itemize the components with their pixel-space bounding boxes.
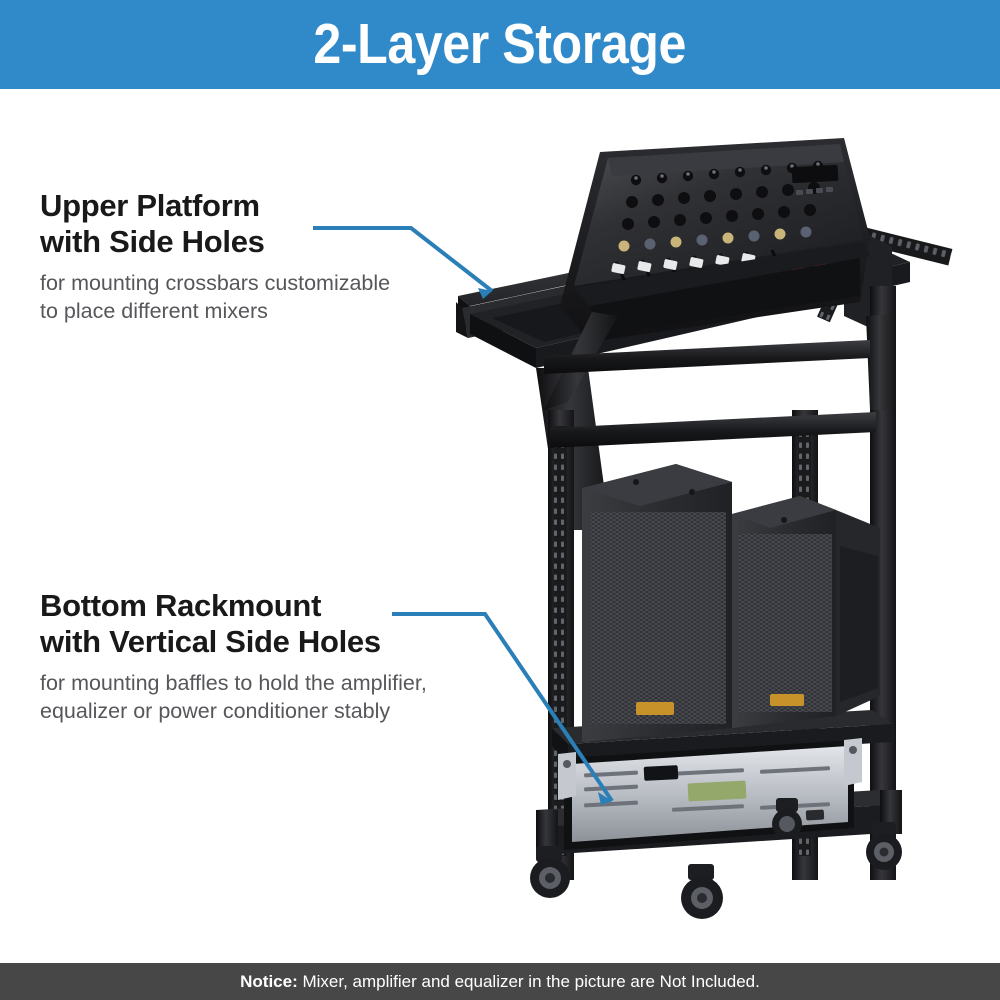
callout-upper-heading-line2: with Side Holes bbox=[40, 224, 265, 260]
callout-bottom-heading-line1: Bottom Rackmount bbox=[40, 588, 322, 623]
speaker-cabinets bbox=[582, 464, 880, 742]
callout-bottom-body: for mounting baffles to hold the amplifi… bbox=[40, 669, 427, 726]
callout-upper-platform: Upper Platform with Side Holes for mount… bbox=[40, 188, 390, 326]
callout-upper-heading-line1: Upper Platform bbox=[40, 188, 260, 223]
callout-upper-body-line2: to place different mixers bbox=[40, 299, 268, 324]
callout-upper-body: for mounting crossbars customizable to p… bbox=[40, 269, 390, 326]
callout-bottom-body-line1: for mounting baffles to hold the amplifi… bbox=[40, 670, 427, 695]
page-title: 2-Layer Storage bbox=[313, 12, 687, 76]
callout-bottom-heading-line2: with Vertical Side Holes bbox=[40, 624, 381, 660]
callout-bottom-heading: Bottom Rackmount with Vertical Side Hole… bbox=[40, 588, 427, 661]
callout-upper-heading: Upper Platform with Side Holes bbox=[40, 188, 390, 261]
footer-notice-label: Notice: bbox=[240, 971, 298, 991]
callout-bottom-rackmount: Bottom Rackmount with Vertical Side Hole… bbox=[40, 588, 427, 726]
footer-notice-text: Notice: Mixer, amplifier and equalizer i… bbox=[240, 972, 760, 992]
callout-bottom-body-line2: equalizer or power conditioner stably bbox=[40, 699, 391, 724]
footer-notice-bar: Notice: Mixer, amplifier and equalizer i… bbox=[0, 963, 1000, 1000]
footer-notice-body: Mixer, amplifier and equalizer in the pi… bbox=[297, 971, 760, 991]
callout-upper-body-line1: for mounting crossbars customizable bbox=[40, 270, 391, 295]
mixer-console bbox=[560, 138, 870, 342]
casters bbox=[530, 798, 902, 919]
header-banner: 2-Layer Storage bbox=[0, 0, 1000, 89]
product-illustration bbox=[440, 110, 1000, 950]
